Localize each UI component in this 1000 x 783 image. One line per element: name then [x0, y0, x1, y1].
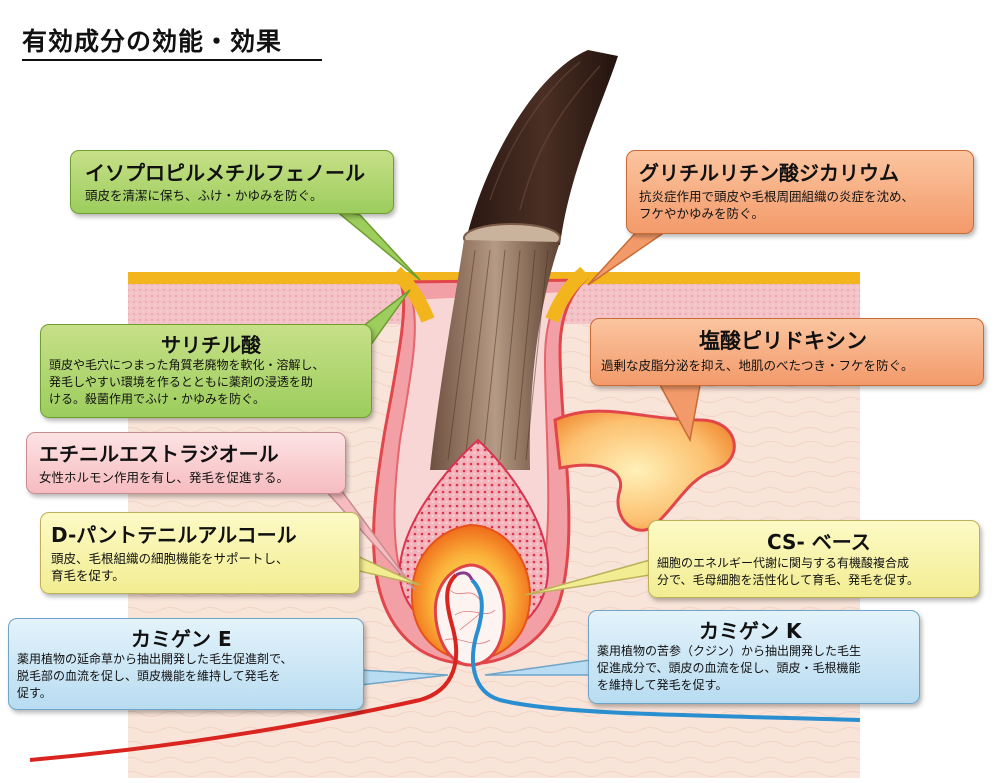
- hair-root: [430, 240, 560, 470]
- dermal-papilla: [433, 563, 506, 667]
- callout-kamigen-k: カミゲン K 薬用植物の苦参（クジン）から抽出開発した毛生 促進成分で、頭皮の血…: [588, 610, 920, 704]
- callout-title: カミゲン E: [131, 627, 232, 651]
- callout-title: D-パントテニルアルコール: [51, 523, 297, 547]
- callout-d-panthenol: D-パントテニルアルコール 頭皮、毛根組織の細胞機能をサポートし、 育毛を促す。: [40, 512, 360, 594]
- callout-text: 細胞のエネルギー代謝に関与する有機酸複合成: [657, 556, 910, 570]
- callout-text: 女性ホルモン作用を有し、発毛を促進する。: [39, 470, 290, 485]
- title-underline: [22, 59, 322, 61]
- callout-text: 薬用植物の苦参（クジン）から抽出開発した毛生: [597, 644, 862, 658]
- callout-text: 抗炎症作用で頭皮や毛根周囲組織の炎症を沈め、: [639, 189, 915, 204]
- callout-text: 脱毛部の血流を促し、頭皮機能を維持して発毛を: [17, 669, 281, 683]
- page-title: 有効成分の効能・効果: [22, 27, 283, 56]
- callout-text: ける。殺菌作用でふけ・かゆみを防ぐ。: [49, 392, 266, 406]
- callout-title: サリチル酸: [161, 333, 261, 357]
- callout-cs-base: CS- ベース 細胞のエネルギー代謝に関与する有機酸複合成 分で、毛母細胞を活性…: [648, 520, 980, 598]
- vein: [470, 578, 861, 722]
- callout-title: 塩酸ピリドキシン: [699, 329, 867, 353]
- callout-text: 過剰な皮脂分泌を抑え、地肌のべたつき・フケを防ぐ。: [601, 358, 914, 373]
- callout-text: 頭皮を清潔に保ち、ふけ・かゆみを防ぐ。: [85, 188, 323, 203]
- callout-text: 育毛を促す。: [51, 568, 125, 583]
- callout-title: グリチルリチン酸ジカリウム: [639, 161, 899, 185]
- callout-ethinylestradiol: エチニルエストラジオール 女性ホルモン作用を有し、発毛を促進する。: [26, 432, 346, 494]
- callout-text: フケやかゆみを防ぐ。: [639, 206, 765, 221]
- callout-pyridoxine-hydrochloride: 塩酸ピリドキシン 過剰な皮脂分泌を抑え、地肌のべたつき・フケを防ぐ。: [590, 318, 984, 386]
- sebaceous-gland: [553, 409, 736, 532]
- callout-text: 発毛しやすい環境を作るとともに薬剤の浸透を助: [49, 375, 313, 389]
- callout-title: イソプロピルメチルフェノール: [85, 161, 365, 185]
- callout-isopropylmethylphenol: イソプロピルメチルフェノール 頭皮を清潔に保ち、ふけ・かゆみを防ぐ。: [70, 150, 394, 214]
- callout-text: 頭皮、毛根組織の細胞機能をサポートし、: [51, 551, 289, 566]
- callout-kamigen-e: カミゲン E 薬用植物の延命草から抽出開発した毛生促進剤で、 脱毛部の血流を促し…: [8, 618, 364, 710]
- callout-title: カミゲン K: [699, 619, 802, 643]
- callout-text: 頭皮や毛穴につまった角質老廃物を軟化・溶解し、: [49, 358, 325, 372]
- callout-text: 薬用植物の延命草から抽出開発した毛生促進剤で、: [17, 652, 293, 666]
- callout-title: CS- ベース: [767, 530, 871, 554]
- artery: [29, 573, 459, 762]
- callout-salicylic-acid: サリチル酸 頭皮や毛穴につまった角質老廃物を軟化・溶解し、 発毛しやすい環境を作…: [40, 324, 372, 418]
- callout-text: 促進成分で、頭皮の血流を促し、頭皮・毛根機能: [597, 661, 861, 675]
- callout-text: 分で、毛母細胞を活性化して育毛、発毛を促す。: [657, 573, 919, 587]
- callout-text: 促す。: [17, 686, 52, 700]
- callout-title: エチニルエストラジオール: [39, 442, 279, 466]
- callout-dipotassium-glycyrrhizinate: グリチルリチン酸ジカリウム 抗炎症作用で頭皮や毛根周囲組織の炎症を沈め、 フケや…: [626, 150, 974, 234]
- callout-text: を維持して発毛を促す。: [597, 678, 728, 692]
